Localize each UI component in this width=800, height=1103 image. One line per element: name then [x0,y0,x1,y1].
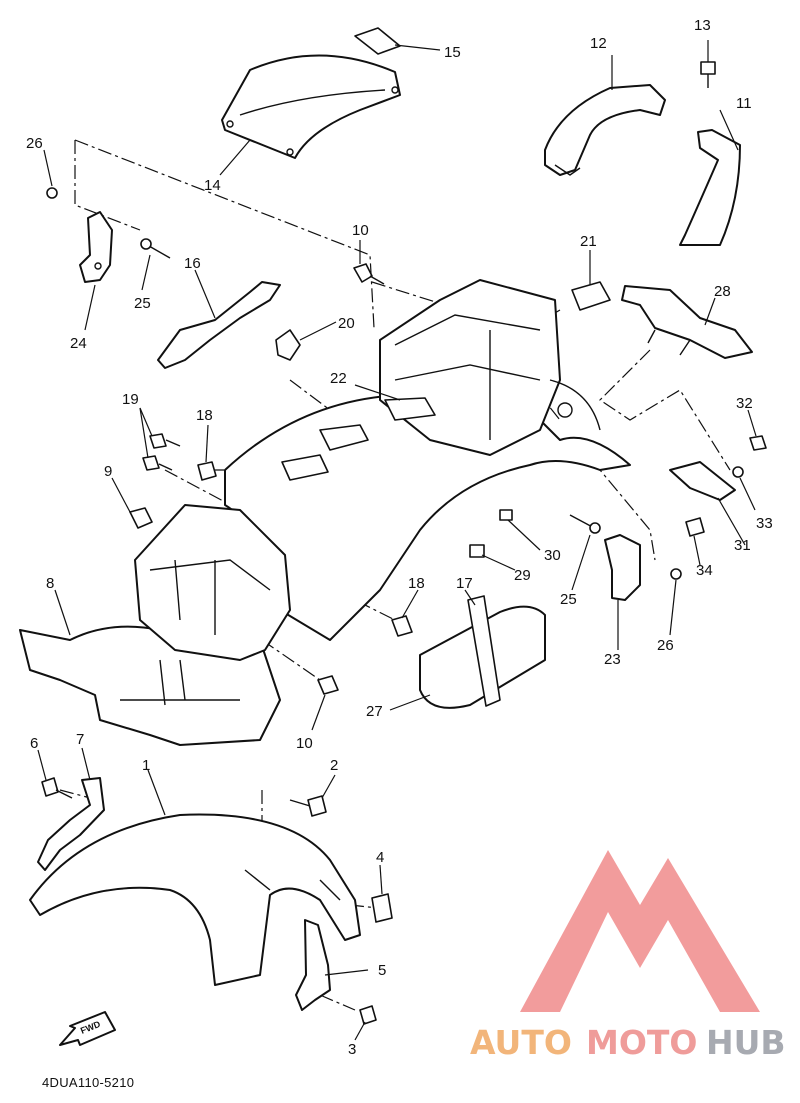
callout-26b: 26 [657,637,674,654]
part-13-bolt [700,61,716,88]
callout-13: 13 [694,17,711,34]
callout-15: 15 [444,44,461,61]
callout-19: 19 [122,391,139,408]
part-26-washer-right [670,568,682,580]
callout-1: 1 [142,757,150,774]
callout-numbers: 15 14 12 13 11 26 25 24 16 10 20 21 28 2… [26,17,773,1058]
callout-21: 21 [580,233,597,250]
callout-33: 33 [756,515,773,532]
watermark-logo [520,850,760,1012]
callout-32: 32 [736,395,753,412]
part-10-bolt [353,263,385,285]
part-1-front-fender [29,813,361,986]
part-31-plate [669,435,767,537]
watermark-moto: MOTO [586,1023,697,1062]
callout-9: 9 [104,463,112,480]
fwd-arrow-icon: FWD [59,1011,116,1046]
callout-23: 23 [604,651,621,668]
part-9-nut [129,507,153,529]
part-21-damper [571,281,611,311]
callout-27: 27 [366,703,383,720]
part-19-bolts [142,433,181,471]
rear-fender-assembly [224,279,631,641]
callout-22: 22 [330,370,347,387]
part-23-stay [604,534,641,601]
callout-17: 17 [456,575,473,592]
part-8-mudflap-box [19,504,291,746]
part-3-bolt [359,1005,377,1025]
part-6-bolt [41,777,73,799]
callout-26a: 26 [26,135,43,152]
callout-18b: 18 [408,575,425,592]
part-10-bolt-lower [317,675,339,695]
callout-24: 24 [70,335,87,352]
callout-16: 16 [184,255,201,272]
callout-11: 11 [736,95,752,112]
part-5-bracket [295,919,331,1011]
part-7-stay [37,777,105,871]
part-29-30-collars [469,509,513,558]
callout-2: 2 [330,757,338,774]
callout-31: 31 [734,537,751,554]
callout-29: 29 [514,567,531,584]
part-25-bolt [140,238,171,259]
watermark-auto: AUTO [470,1023,572,1062]
drawing-code: 4DUA110-5210 [42,1075,134,1090]
callout-6: 6 [30,735,38,752]
part-24-stay [79,211,113,283]
part-4-grommet [371,893,393,923]
part-2-bolt [289,795,327,817]
part-25-bolt-right [569,514,601,534]
callout-8: 8 [46,575,54,592]
part-26-washer [46,187,58,199]
callout-3: 3 [348,1041,356,1058]
part-27-tool-case [419,595,546,709]
part-15-label [354,27,401,55]
part-18-nut-lower [391,615,413,637]
callout-34: 34 [696,562,713,579]
callout-28: 28 [714,283,731,300]
callout-10a: 10 [352,222,369,239]
callout-25b: 25 [560,591,577,608]
callout-12: 12 [590,35,607,52]
callout-25a: 25 [134,295,151,312]
callout-10b: 10 [296,735,313,752]
part-18-nut-upper [197,461,217,481]
watermark-hub: HUB [706,1023,786,1062]
callout-30: 30 [544,547,561,564]
part-20-clamp [275,329,301,361]
watermark-wordmark: AUTO MOTO HUB [470,1023,786,1062]
callout-5: 5 [378,962,386,979]
part-12-grab-bar [544,84,666,176]
callout-4: 4 [376,849,384,866]
callout-leaders [37,40,757,1041]
part-28-bracket [621,285,753,359]
part-11-grab-bar [679,129,741,246]
callout-7: 7 [76,731,84,748]
callout-18a: 18 [196,407,213,424]
part-16-bracket [157,281,281,369]
callout-20: 20 [338,315,355,332]
callout-14: 14 [204,177,221,194]
part-14-tray-cover [221,54,401,159]
